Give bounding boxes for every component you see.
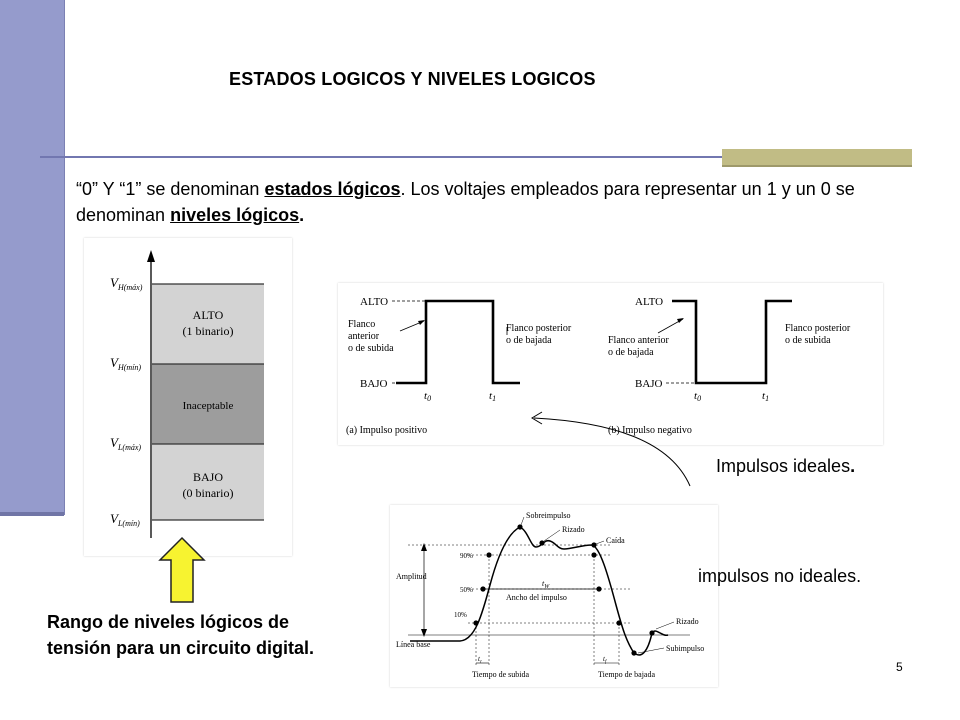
left-accent-bar-shadow [0, 512, 64, 516]
pointer-arrow-icon [531, 411, 691, 487]
negative-pulse: ALTO BAJO Flanco anterior o de bajada Fl… [608, 296, 851, 436]
intro-text-2: . Los voltajes empleados para representa… [76, 179, 855, 225]
linea-base-label: Línea base [396, 640, 431, 649]
levels-axis-arrow-icon [147, 250, 155, 262]
label-vh-max: VH(máx) [110, 275, 143, 292]
band-alto [152, 284, 264, 364]
positive-back-edge-label-2: o de bajada [506, 335, 552, 346]
positive-front-edge-label-2: anterior [348, 331, 380, 342]
band-inaceptable [152, 364, 264, 444]
label-vl-max: VL(máx) [110, 435, 141, 452]
tw-label: tW [542, 579, 550, 590]
p90-label: 90% [460, 552, 473, 560]
positive-front-edge-label-1: Flanco [348, 319, 375, 330]
rizado-bottom-label: Rizado [676, 617, 699, 626]
negative-alto-label: ALTO [635, 296, 663, 308]
band-bajo-sublabel: (0 binario) [183, 486, 234, 500]
page-number: 5 [896, 660, 903, 674]
up-arrow-icon [158, 536, 206, 603]
negative-bajo-label: BAJO [635, 378, 663, 390]
header-rule [40, 156, 912, 158]
label-vl-min: VL(mín) [110, 511, 140, 528]
intro-paragraph: “0” Y “1” se denominan estados lógicos. … [76, 176, 916, 228]
tr-label: tr [478, 655, 482, 665]
ancho-label: Ancho del impulso [506, 593, 567, 602]
rizado-top-label: Rizado [562, 525, 585, 534]
band-alto-sublabel: (1 binario) [183, 324, 234, 338]
tf-label: tf [603, 655, 607, 665]
positive-caption: (a) Impulso positivo [346, 425, 427, 436]
nonideal-pulses-label: impulsos no ideales. [698, 566, 862, 586]
nonideal-waveform [410, 526, 669, 656]
amplitud-label: Amplitud [396, 572, 427, 581]
positive-pulse: ALTO BAJO Flanco anterior o de subida Fl… [346, 296, 572, 436]
term-niveles-logicos: niveles lógicos [170, 205, 300, 225]
positive-t1-label: t1 [489, 390, 496, 403]
tiempo-subida-label: Tiempo de subida [472, 670, 529, 679]
positive-bajo-label: BAJO [360, 378, 388, 390]
negative-t1-label: t1 [762, 390, 769, 403]
positive-pulse-waveform [396, 299, 520, 385]
tiempo-bajada-label: Tiempo de bajada [598, 670, 655, 679]
p10-label: 10% [454, 611, 467, 619]
positive-front-edge-label-3: o de subida [348, 343, 394, 354]
range-caption: Rango de niveles lógicos de tensión para… [47, 612, 315, 658]
band-bajo [152, 444, 264, 520]
sobreimpulso-label: Sobreimpulso [526, 511, 570, 520]
intro-text-3: . [299, 205, 305, 225]
negative-back-edge-label-2: o de subida [785, 335, 831, 346]
positive-alto-label: ALTO [360, 296, 388, 308]
negative-front-edge-label-2: o de bajada [608, 347, 654, 358]
ideal-pulses-figure: ALTO BAJO Flanco anterior o de subida Fl… [338, 283, 883, 445]
term-estados-logicos: estados lógicos [264, 179, 401, 199]
positive-back-edge-label-1: Flanco posterior [506, 323, 572, 334]
band-inaceptable-label: Inaceptable [183, 400, 234, 412]
caida-label: Caída [606, 536, 625, 545]
positive-t0-label: t0 [424, 390, 431, 403]
negative-front-edge-label-1: Flanco anterior [608, 335, 669, 346]
band-bajo-label: BAJO [193, 470, 223, 484]
logic-levels-figure: VH(máx) VH(mín) VL(máx) VL(mín) ALTO (1 … [84, 238, 292, 556]
band-alto-label: ALTO [193, 308, 224, 322]
ideal-pulses-label: Impulsos ideales. [716, 456, 856, 476]
nonideal-pulse-figure: Sobreimpulso Rizado Caída Amplitud 90% 5… [390, 505, 718, 687]
slide-title: ESTADOS LOGICOS Y NIVELES LOGICOS [229, 69, 596, 89]
header-rule-accent [722, 149, 912, 167]
left-accent-bar [0, 0, 65, 515]
intro-text-1: “0” Y “1” se denominan [76, 179, 265, 199]
label-vh-min: VH(mín) [110, 355, 141, 372]
negative-back-edge-label-1: Flanco posterior [785, 323, 851, 334]
negative-t0-label: t0 [694, 390, 701, 403]
negative-pulse-waveform [672, 299, 792, 385]
p50-label: 50% [460, 586, 473, 594]
subimpulso-label: Subimpulso [666, 644, 704, 653]
negative-caption: (b) Impulso negativo [608, 425, 692, 436]
